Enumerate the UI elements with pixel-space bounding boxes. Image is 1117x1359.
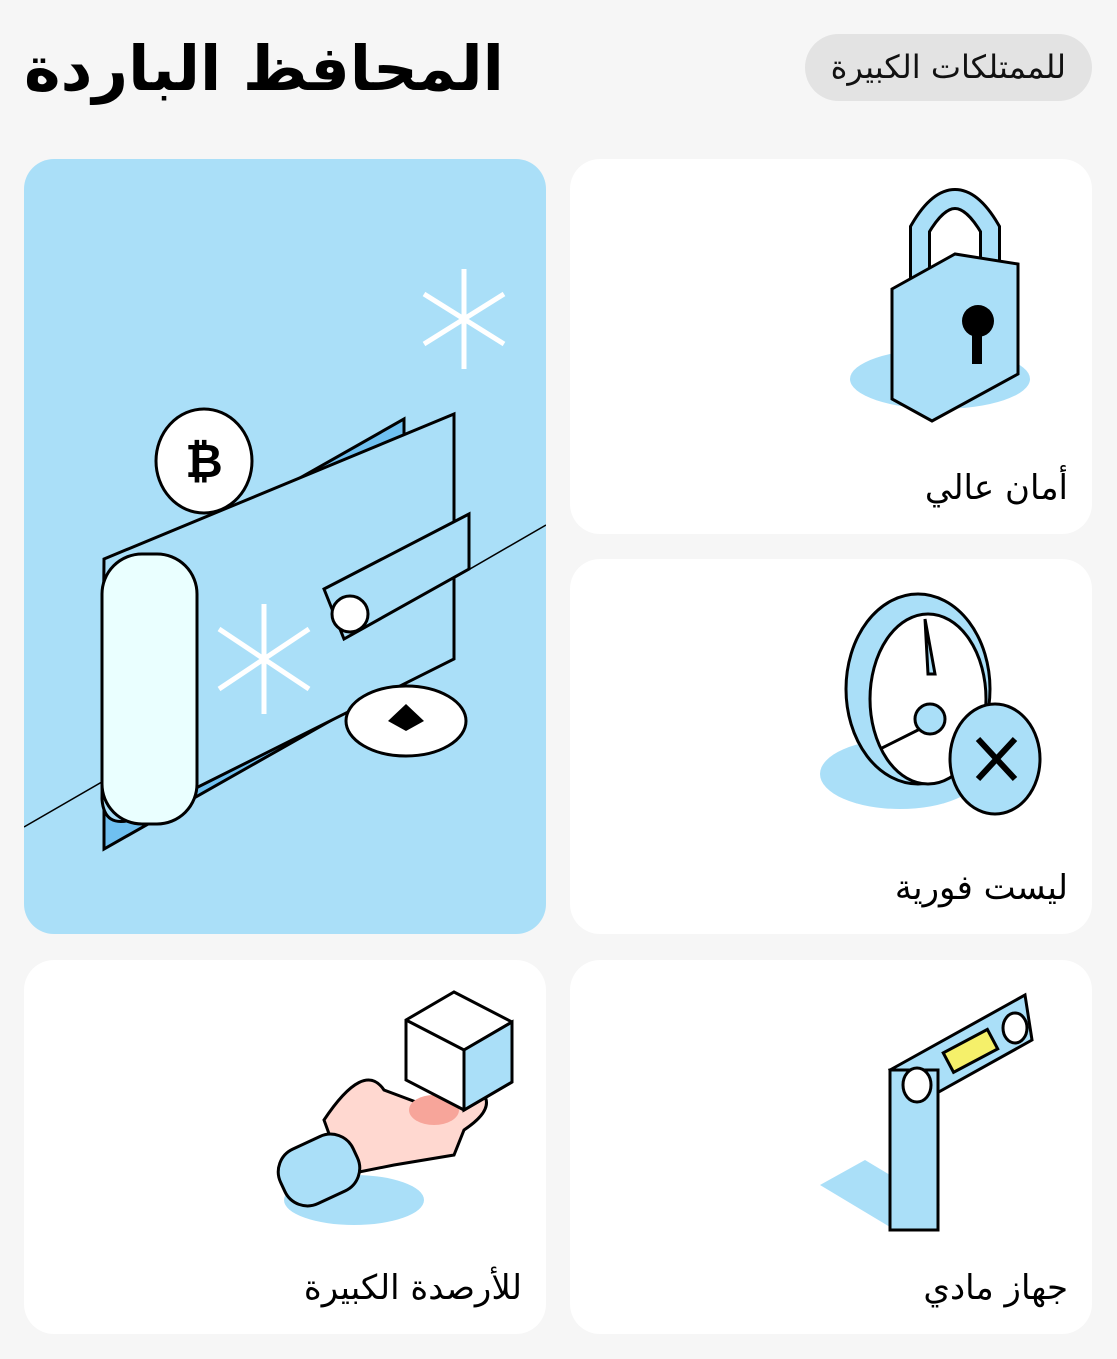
svg-text:₿: ₿: [185, 434, 223, 488]
feature-card-not-instant: ليست فورية: [570, 559, 1092, 934]
feature-label: أمان عالي: [924, 468, 1068, 508]
feature-label: جهاز مادي: [923, 1268, 1068, 1308]
hand-cube-icon: [276, 990, 514, 1225]
feature-card-large-balances: للأرصدة الكبيرة: [24, 960, 546, 1334]
feature-label: ليست فورية: [894, 868, 1068, 908]
padlock-icon: [850, 188, 1030, 423]
stopwatch-icon: [820, 592, 1042, 816]
feature-card-physical-device: جهاز مادي: [570, 960, 1092, 1334]
category-badge: للممتلكات الكبيرة: [804, 34, 1092, 101]
cold-wallet-icon: ₿: [24, 269, 546, 852]
feature-label: للأرصدة الكبيرة: [303, 1268, 522, 1308]
hardware-device-icon: [820, 992, 1034, 1232]
hero-wallet-card: ₿: [24, 159, 546, 934]
feature-card-security: أمان عالي: [570, 159, 1092, 534]
page-title: المحافظ الباردة: [24, 32, 504, 105]
